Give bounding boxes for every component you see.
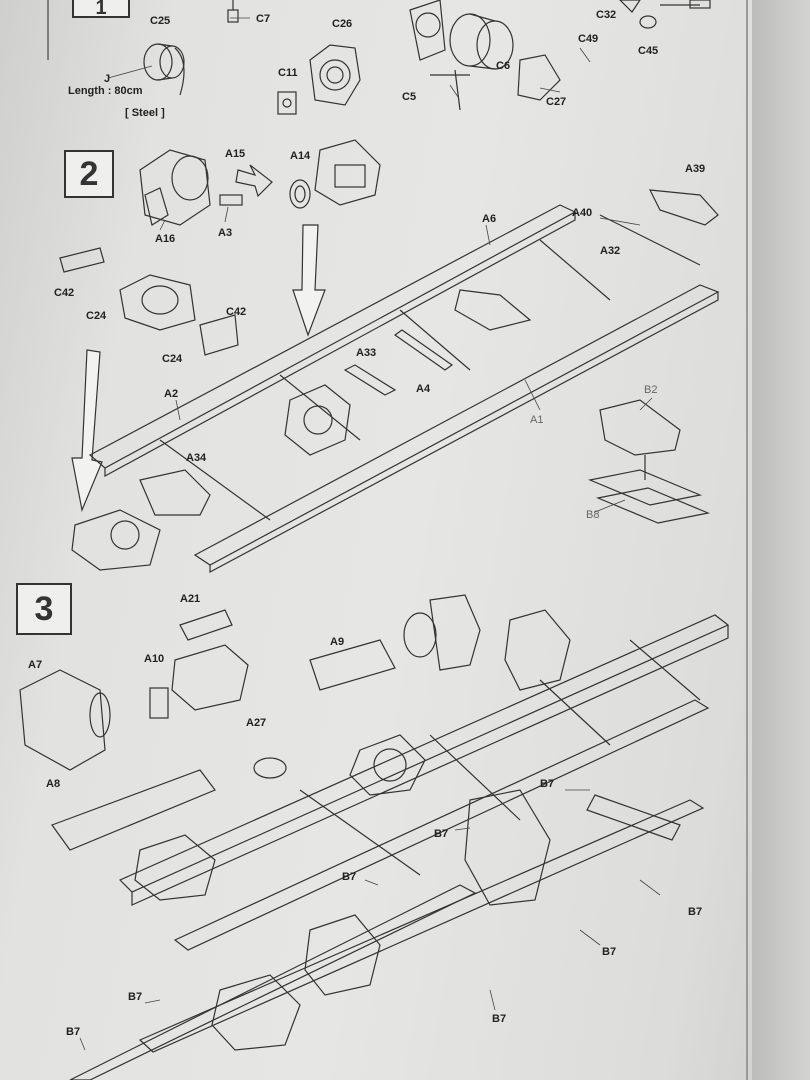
part-label: B7 bbox=[540, 778, 555, 790]
step-3-number: 3 bbox=[16, 583, 72, 635]
part-label: A7 bbox=[28, 659, 43, 671]
part-c7-drawing bbox=[227, 0, 239, 23]
page-edge bbox=[752, 0, 810, 1080]
part-c24-drawing bbox=[59, 247, 239, 356]
part-label: B2 bbox=[644, 384, 658, 396]
part-a7-a8-drawing bbox=[19, 669, 111, 771]
part-label: A8 bbox=[46, 778, 61, 790]
part-label: C26 bbox=[332, 18, 353, 30]
part-label: A21 bbox=[180, 593, 201, 605]
part-label: A1 bbox=[530, 414, 544, 426]
assembly-arrow bbox=[292, 224, 326, 337]
part-c32-drawing bbox=[619, 0, 711, 29]
part-label: J bbox=[104, 73, 111, 85]
part-label: A14 bbox=[290, 150, 311, 162]
step-1-number: 1 bbox=[72, 0, 130, 19]
part-label: C32 bbox=[596, 9, 617, 21]
part-c25-drawing bbox=[143, 43, 185, 96]
part-label: A39 bbox=[685, 163, 706, 175]
part-label: A6 bbox=[482, 213, 497, 225]
part-c11-drawing bbox=[277, 91, 297, 115]
part-label: C42 bbox=[226, 306, 247, 318]
part-label: B7 bbox=[688, 906, 703, 918]
part-label: A9 bbox=[330, 636, 345, 648]
part-label: A2 bbox=[164, 388, 179, 400]
frame-a1-drawing bbox=[88, 189, 720, 574]
part-label: A15 bbox=[225, 148, 246, 160]
part-label: C27 bbox=[546, 96, 567, 108]
part-label: A40 bbox=[572, 207, 593, 219]
frame-step3-lower-drawing bbox=[69, 789, 705, 1080]
part-label: B7 bbox=[128, 991, 143, 1003]
step-2-number: 2 bbox=[64, 150, 114, 198]
part-a9-drawing bbox=[309, 594, 481, 691]
part-label: A33 bbox=[356, 347, 377, 359]
part-label: A27 bbox=[246, 717, 267, 729]
part-label: C25 bbox=[150, 15, 171, 27]
part-label: A10 bbox=[144, 653, 165, 665]
cable-material-note: [ Steel ] bbox=[125, 107, 165, 119]
part-label: C24 bbox=[162, 353, 183, 365]
part-label: B7 bbox=[492, 1013, 507, 1025]
part-a21-a10-drawing bbox=[149, 609, 249, 719]
leader-lines bbox=[79, 17, 661, 1051]
part-label: B7 bbox=[342, 871, 357, 883]
part-label: B8 bbox=[586, 509, 600, 521]
part-label: C45 bbox=[638, 45, 659, 57]
part-label: C5 bbox=[402, 91, 417, 103]
part-label: A32 bbox=[600, 245, 621, 257]
part-label: A16 bbox=[155, 233, 176, 245]
page-margin-line bbox=[746, 0, 748, 1080]
part-a34-drawing bbox=[71, 469, 211, 571]
part-label: C49 bbox=[578, 33, 599, 45]
part-label: C11 bbox=[278, 67, 298, 79]
part-label: C24 bbox=[86, 310, 107, 322]
cable-length-note: Length : 80cm bbox=[68, 85, 143, 97]
part-label: C6 bbox=[496, 60, 511, 72]
part-label: A4 bbox=[416, 383, 431, 395]
part-label: A3 bbox=[218, 227, 233, 239]
part-winch-drawing bbox=[409, 0, 561, 111]
part-label: B7 bbox=[434, 828, 449, 840]
part-label: B7 bbox=[66, 1026, 81, 1038]
part-label: A34 bbox=[186, 452, 207, 464]
part-a33-a4-drawing bbox=[343, 289, 532, 396]
assembly-arrow bbox=[71, 349, 103, 513]
part-label: B7 bbox=[602, 946, 617, 958]
part-c26-drawing bbox=[309, 44, 361, 106]
frame-step3-drawing bbox=[51, 609, 730, 951]
part-b2-b8-drawing bbox=[587, 399, 711, 524]
part-transfer-case-drawing bbox=[284, 384, 351, 456]
part-a14-drawing bbox=[289, 139, 381, 209]
part-label: C42 bbox=[54, 287, 75, 299]
part-a15-a16-drawing bbox=[139, 149, 273, 226]
part-label: C7 bbox=[256, 13, 271, 25]
